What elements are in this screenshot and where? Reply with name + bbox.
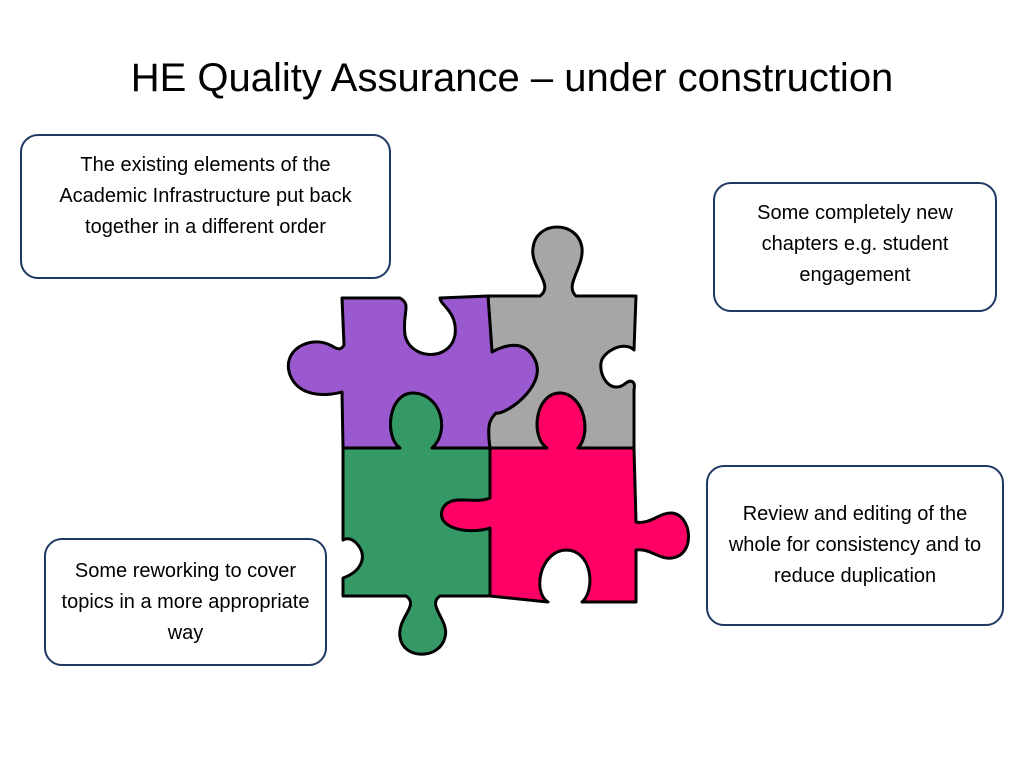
- puzzle-piece-green: [341, 391, 492, 656]
- callout-new-chapters-text: Some completely new chapters e.g. studen…: [757, 202, 953, 286]
- callout-existing-elements: The existing elements of the Academic In…: [20, 134, 391, 279]
- callout-review-editing: Review and editing of the whole for cons…: [706, 465, 1004, 626]
- callout-existing-elements-text: The existing elements of the Academic In…: [59, 154, 352, 238]
- puzzle-piece-pink: [440, 391, 690, 604]
- callout-reworking: Some reworking to cover topics in a more…: [44, 538, 327, 666]
- callout-reworking-text: Some reworking to cover topics in a more…: [61, 559, 310, 644]
- puzzle-piece-purple: [286, 294, 539, 450]
- slide-title: HE Quality Assurance – under constructio…: [130, 56, 894, 100]
- callout-review-editing-text: Review and editing of the whole for cons…: [728, 503, 982, 587]
- callout-new-chapters: Some completely new chapters e.g. studen…: [713, 182, 997, 312]
